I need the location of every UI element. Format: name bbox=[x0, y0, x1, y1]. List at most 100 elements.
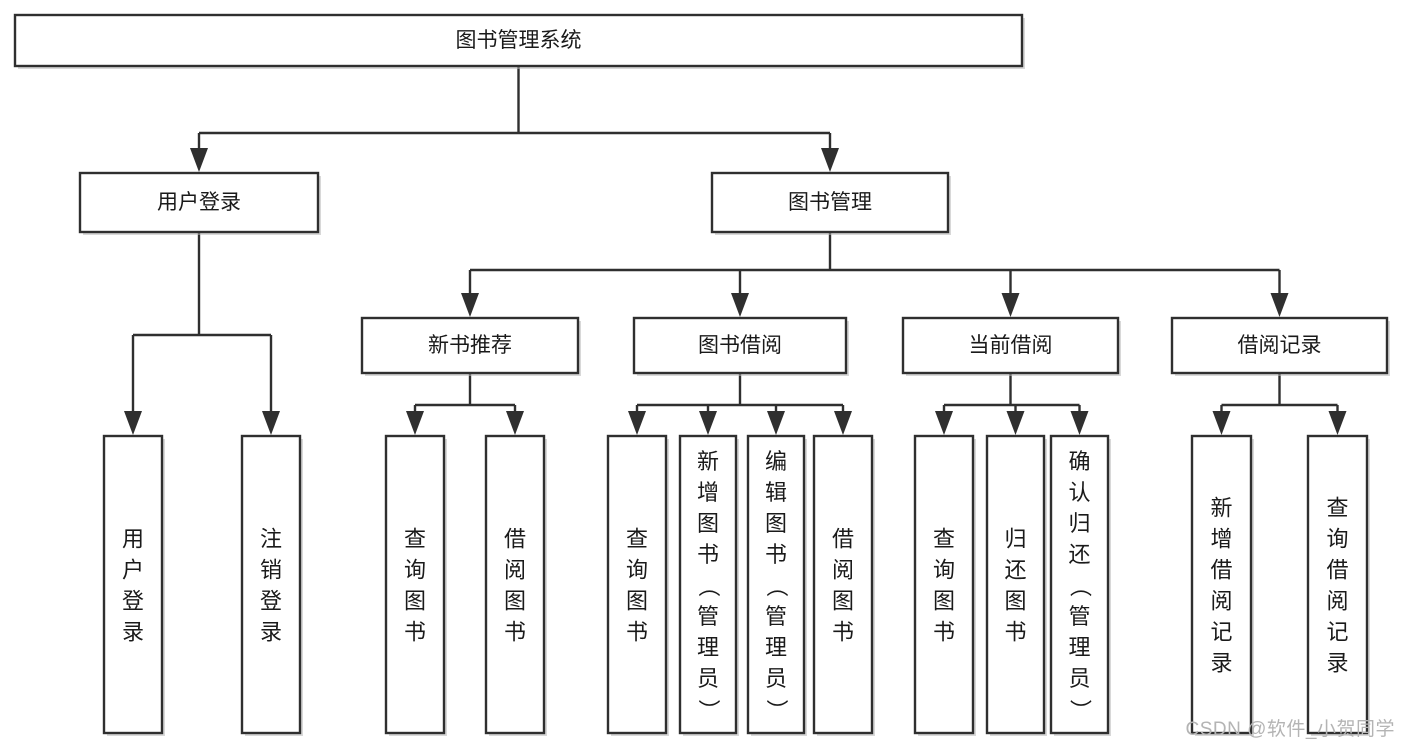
node-label-char: 书 bbox=[832, 620, 854, 645]
node-rect[interactable] bbox=[913, 434, 975, 735]
node-label-char: 管 bbox=[765, 604, 787, 629]
arrow-icon-leaf_edit_book bbox=[767, 411, 785, 435]
node-rect[interactable] bbox=[632, 316, 848, 375]
node-rect[interactable] bbox=[1306, 434, 1369, 735]
node-label-char: 阅 bbox=[504, 558, 526, 583]
node-book-borrow[interactable]: 图书借阅 bbox=[632, 316, 849, 376]
node-user-login[interactable]: 用户登录 bbox=[78, 171, 321, 235]
node-current-borrow[interactable]: 当前借阅 bbox=[901, 316, 1121, 376]
node-label-char: 增 bbox=[697, 480, 719, 505]
node-borrow-record[interactable]: 借阅记录 bbox=[1170, 316, 1390, 376]
node-label-char: 图 bbox=[933, 589, 955, 614]
node-label-char: 登 bbox=[122, 589, 144, 614]
node-rect[interactable] bbox=[1170, 316, 1389, 375]
node-label-char: 还 bbox=[1068, 542, 1090, 567]
node-rect[interactable] bbox=[985, 434, 1046, 735]
node-rect[interactable] bbox=[484, 434, 546, 735]
arrow-icon-leaf_borrow_book_2 bbox=[834, 411, 852, 435]
node-label-char: 书 bbox=[504, 620, 526, 645]
node-label-char: 归 bbox=[1004, 527, 1026, 552]
node-rect[interactable] bbox=[606, 434, 668, 735]
node-rect[interactable] bbox=[746, 434, 806, 735]
node-label-char: （ bbox=[764, 575, 789, 597]
node-label-char: 书 bbox=[1004, 620, 1026, 645]
node-root[interactable]: 图书管理系统 bbox=[13, 13, 1025, 69]
node-label: 新书推荐 bbox=[428, 334, 512, 357]
node-label-char: 新 bbox=[1210, 496, 1232, 521]
node-label-char: 图 bbox=[1004, 589, 1026, 614]
node-rect[interactable] bbox=[240, 434, 302, 735]
node-rect[interactable] bbox=[1049, 434, 1110, 735]
node-rect[interactable] bbox=[678, 434, 738, 735]
arrow-icon-leaf_borrow_book_1 bbox=[506, 411, 524, 435]
node-label-char: 书 bbox=[626, 620, 648, 645]
node-label-char: 图 bbox=[504, 589, 526, 614]
node-rect[interactable] bbox=[102, 434, 164, 735]
arrow-icon-leaf_add_book bbox=[699, 411, 717, 435]
node-label-char: 查 bbox=[1326, 496, 1348, 521]
node-label-char: 书 bbox=[404, 620, 426, 645]
node-label-char: 阅 bbox=[1210, 589, 1232, 614]
arrow-icon-book_borrow bbox=[731, 293, 749, 317]
node-rect[interactable] bbox=[384, 434, 446, 735]
arrow-icon-leaf_logout bbox=[262, 411, 280, 435]
node-label-char: 员 bbox=[1068, 666, 1090, 691]
node-book-mgmt[interactable]: 图书管理 bbox=[710, 171, 951, 235]
node-label: 用户登录 bbox=[157, 191, 241, 214]
node-label: 图书借阅 bbox=[698, 334, 782, 357]
node-label-char: 书 bbox=[933, 620, 955, 645]
node-rect[interactable] bbox=[1190, 434, 1253, 735]
node-label-char: 确 bbox=[1068, 449, 1090, 474]
node-label-char: 新 bbox=[697, 449, 719, 474]
node-label-char: 书 bbox=[697, 542, 719, 567]
node-label-char: 查 bbox=[626, 527, 648, 552]
node-label-char: 记 bbox=[1210, 620, 1232, 645]
node-rect[interactable] bbox=[812, 434, 874, 735]
arrow-icon-leaf_query_book_2 bbox=[628, 411, 646, 435]
arrow-icon-user_login bbox=[190, 148, 208, 172]
arrow-icon-borrow_record bbox=[1270, 293, 1289, 317]
node-label: 当前借阅 bbox=[969, 334, 1053, 357]
node-rect[interactable] bbox=[710, 171, 950, 234]
node-label-char: 认 bbox=[1068, 480, 1090, 505]
node-label-char: 录 bbox=[1210, 651, 1232, 676]
node-leaf-user-login[interactable]: 用户登录 bbox=[102, 434, 165, 736]
node-label-char: 图 bbox=[697, 511, 719, 536]
arrow-icon-leaf_query_book_1 bbox=[406, 411, 424, 435]
node-label-char: 增 bbox=[1210, 527, 1232, 552]
node-new-book-rec[interactable]: 新书推荐 bbox=[360, 316, 581, 376]
node-label-char: 管 bbox=[1068, 604, 1090, 629]
arrow-icon-leaf_query_book_3 bbox=[935, 411, 953, 435]
node-rect[interactable] bbox=[13, 13, 1024, 68]
node-rect[interactable] bbox=[360, 316, 580, 375]
csdn-watermark: CSDN @软件_小贺同学 bbox=[1185, 719, 1395, 740]
node-label: 图书管理系统 bbox=[456, 29, 582, 52]
arrow-icon-book_mgmt bbox=[821, 148, 839, 172]
arrow-icon-leaf_confirm_return bbox=[1070, 411, 1089, 435]
node-label-char: 注 bbox=[260, 527, 282, 552]
node-label-char: 辑 bbox=[765, 480, 787, 505]
node-label-char: 员 bbox=[697, 666, 719, 691]
node-label-char: 图 bbox=[626, 589, 648, 614]
node-label-char: 记 bbox=[1326, 620, 1348, 645]
node-rect[interactable] bbox=[901, 316, 1120, 375]
node-label-char: 询 bbox=[933, 558, 955, 583]
node-label-char: 还 bbox=[1004, 558, 1026, 583]
node-label-char: 销 bbox=[260, 558, 282, 583]
node-label-char: 编 bbox=[765, 449, 787, 474]
node-rect[interactable] bbox=[78, 171, 320, 234]
node-label-char: （ bbox=[696, 575, 721, 597]
